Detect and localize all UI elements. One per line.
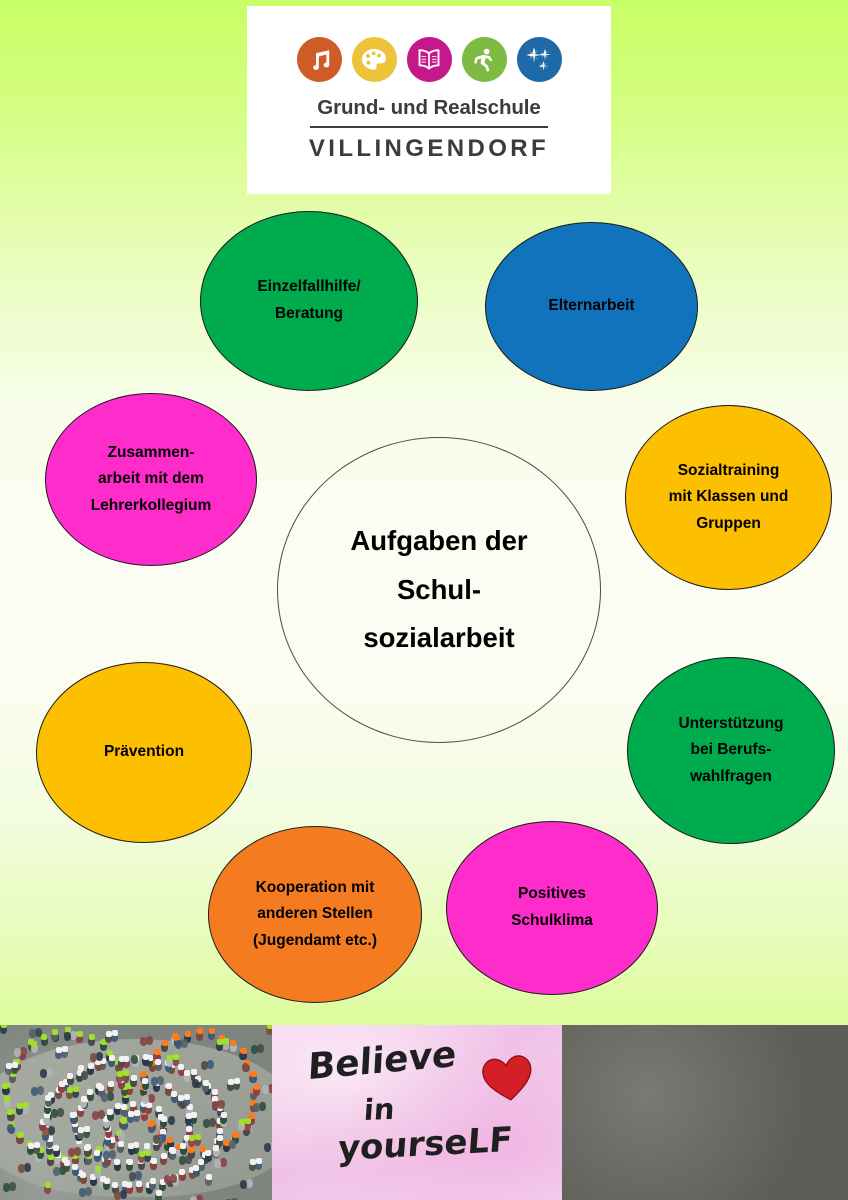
bubble-sozialtraining[interactable]: Sozialtraining mit Klassen und Gruppen <box>625 405 832 590</box>
logo-icon-row <box>296 37 562 83</box>
bubble-label: Positives Schulklima <box>511 885 593 929</box>
bubble-zusammenarbeit[interactable]: Zusammen- arbeit mit dem Lehrerkollegium <box>45 393 257 566</box>
logo-divider <box>310 126 548 128</box>
photo-strip: Believe in yourseLF <box>0 1025 848 1200</box>
photo-crowd <box>0 1025 272 1200</box>
bubble-label: Zusammen- arbeit mit dem Lehrerkollegium <box>90 443 212 514</box>
bubble-unterstuetzung[interactable]: Unterstützung bei Berufs- wahlfragen <box>627 657 835 844</box>
center-circle-label: Aufgaben der Schul- sozialarbeit <box>350 525 528 654</box>
center-circle: Aufgaben der Schul- sozialarbeit <box>277 437 601 743</box>
heart-icon <box>482 1055 532 1101</box>
bubble-label: Kooperation mit anderen Stellen (Jugenda… <box>252 878 377 949</box>
photo-believe-line-2: in <box>362 1091 396 1128</box>
bubble-einzelfallhilfe[interactable]: Einzelfallhilfe/ Beratung <box>200 211 418 391</box>
music-note-icon <box>296 37 342 83</box>
photo-hands <box>562 1025 848 1200</box>
bubble-label: Unterstützung bei Berufs- wahlfragen <box>678 714 784 785</box>
bubble-schulklima[interactable]: Positives Schulklima <box>446 821 658 995</box>
school-logo-box: Grund- und Realschule VILLINGENDORF <box>247 6 611 194</box>
open-book-icon <box>406 37 452 83</box>
bubble-label: Einzelfallhilfe/ Beratung <box>257 278 361 322</box>
palette-icon <box>351 37 397 83</box>
bubble-kooperation[interactable]: Kooperation mit anderen Stellen (Jugenda… <box>208 826 422 1003</box>
snowflakes-icon <box>516 37 562 83</box>
bubble-elternarbeit[interactable]: Elternarbeit <box>485 222 698 391</box>
logo-school-name: Grund- und Realschule <box>317 96 541 120</box>
bubble-label: Prävention <box>103 743 185 761</box>
bubble-praevention[interactable]: Prävention <box>36 662 252 843</box>
bubble-label: Sozialtraining mit Klassen und Gruppen <box>668 461 789 532</box>
logo-place-name: VILLINGENDORF <box>308 134 550 162</box>
bubble-label: Elternarbeit <box>548 297 635 315</box>
photo-believe: Believe in yourseLF <box>272 1025 562 1200</box>
photo-hands-ground <box>562 1025 848 1200</box>
running-person-icon <box>461 37 507 83</box>
photo-believe-paper <box>272 1025 562 1200</box>
